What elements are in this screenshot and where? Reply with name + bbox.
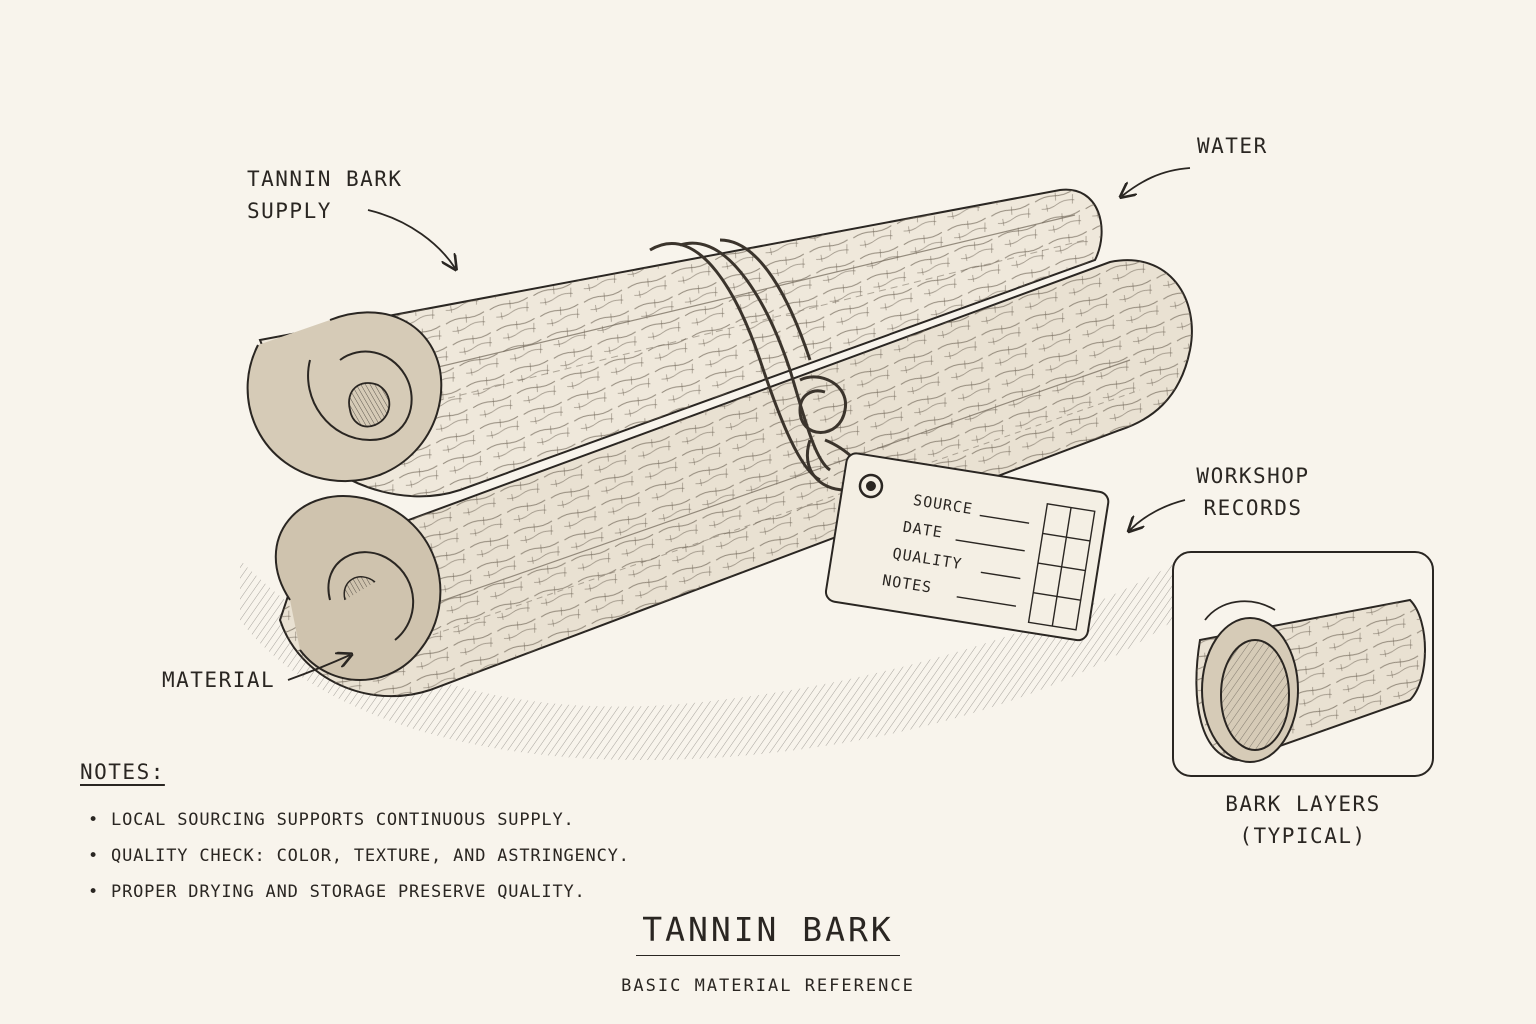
notes-item: PROPER DRYING AND STORAGE PRESERVE QUALI… xyxy=(88,874,630,910)
tag-checkbox-grid xyxy=(1027,503,1096,631)
title-block: TANNIN BARK BASIC MATERIAL REFERENCE xyxy=(0,910,1536,996)
notes-item: QUALITY CHECK: COLOR, TEXTURE, AND ASTRI… xyxy=(88,838,630,874)
inset-caption: BARK LAYERS (TYPICAL) xyxy=(1183,788,1423,852)
notes-list: LOCAL SOURCING SUPPORTS CONTINUOUS SUPPL… xyxy=(88,802,630,910)
bark-layers-inset xyxy=(1172,551,1434,777)
callout-material: MATERIAL xyxy=(162,668,276,692)
notes-item: LOCAL SOURCING SUPPORTS CONTINUOUS SUPPL… xyxy=(88,802,630,838)
tag-field-date: DATE xyxy=(901,517,945,542)
callout-records-line1: WORKSHOP xyxy=(1196,464,1310,488)
callout-supply-line2: SUPPLY xyxy=(247,199,332,223)
lower-bark-roll xyxy=(274,259,1193,698)
workshop-record-tag xyxy=(824,452,1110,642)
page-subtitle: BASIC MATERIAL REFERENCE xyxy=(621,976,915,996)
notes-heading: NOTES: xyxy=(80,760,165,784)
upper-bark-roll xyxy=(246,188,1103,498)
callout-water: WATER xyxy=(1197,134,1268,158)
tag-field-notes: NOTES xyxy=(880,571,934,597)
material-arrow xyxy=(287,655,350,681)
notes-section: NOTES: LOCAL SOURCING SUPPORTS CONTINUOU… xyxy=(80,760,630,910)
callout-workshop-records: WORKSHOP RECORDS xyxy=(1188,460,1318,524)
tag-field-quality: QUALITY xyxy=(891,544,964,574)
water-arrow xyxy=(1122,167,1191,196)
records-arrow xyxy=(1130,499,1186,530)
callout-supply-line1: TANNIN BARK xyxy=(247,167,403,191)
inset-caption-line2: (TYPICAL) xyxy=(1239,824,1367,848)
page-title: TANNIN BARK xyxy=(636,910,900,956)
callout-records-line2: RECORDS xyxy=(1203,496,1303,520)
callout-tannin-bark-supply: TANNIN BARK SUPPLY xyxy=(247,163,403,227)
callout-arrows xyxy=(287,167,1191,681)
ground-shadow xyxy=(240,560,1200,760)
tag-field-lines xyxy=(955,514,1030,607)
tag-field-source: SOURCE xyxy=(911,490,975,519)
tag-eyelet xyxy=(858,473,884,499)
inset-caption-line1: BARK LAYERS xyxy=(1225,792,1381,816)
supply-arrow xyxy=(367,209,455,268)
